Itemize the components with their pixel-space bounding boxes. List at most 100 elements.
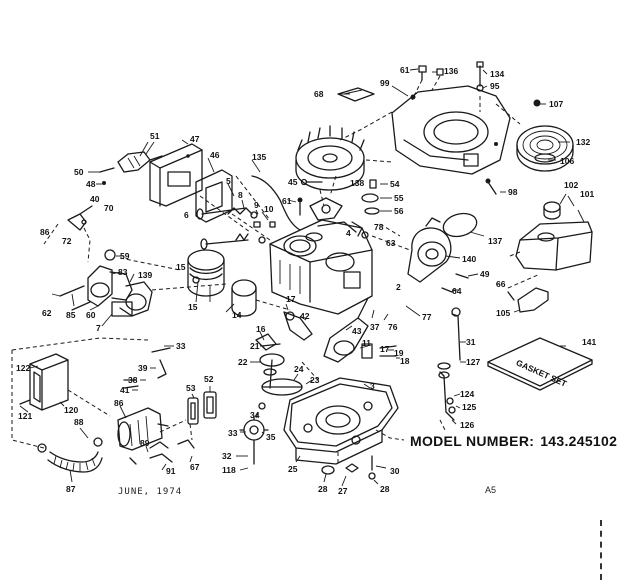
callout: 72 <box>62 236 72 246</box>
callout: 3 <box>370 381 375 391</box>
callout: 37 <box>370 322 380 332</box>
callout: 11 <box>362 338 371 348</box>
part-86-exhaust-tube <box>117 407 169 451</box>
callout: 98 <box>508 187 518 197</box>
callout: 59 <box>120 251 130 261</box>
callout: 14 <box>232 310 242 320</box>
callout: 33 <box>228 428 238 438</box>
part-14-piston-pin <box>231 279 257 317</box>
part-139-carburetor <box>59 265 153 317</box>
callout: 135 <box>252 152 266 162</box>
part-valve-assembly <box>196 207 276 250</box>
part-47-cylinder-head <box>149 143 203 207</box>
part-132-rotating-screen <box>516 125 574 172</box>
part-98-screw <box>485 178 497 195</box>
callout: 55 <box>394 193 404 203</box>
callout: 83 <box>118 267 128 277</box>
part-135-wire <box>251 175 301 231</box>
callout: 17 <box>380 344 390 354</box>
callout: 85 <box>66 310 76 320</box>
date-text: JUNE, 1974 <box>118 487 183 497</box>
callout: 45 <box>288 177 298 187</box>
part-68-plate <box>337 87 375 102</box>
callout: 95 <box>490 81 500 91</box>
callout: 63 <box>386 238 396 248</box>
part-59-nut <box>104 249 116 261</box>
part-87-flex-hose <box>37 437 103 473</box>
callout: 126 <box>460 420 474 430</box>
part-140-rewind-starter <box>407 217 452 283</box>
callout: 39 <box>138 363 148 373</box>
callout: 86 <box>40 227 50 237</box>
part-107-nut <box>533 99 541 107</box>
callout: 32 <box>222 451 232 461</box>
callout: 23 <box>310 375 320 385</box>
callout: 31 <box>466 337 476 347</box>
callout: 137 <box>488 236 502 246</box>
callout: 7 <box>96 323 101 333</box>
part-11-crankshaft <box>323 297 397 363</box>
callout: 76 <box>388 322 398 332</box>
part-50-48-bolts <box>99 167 115 185</box>
callout: 17 <box>286 294 296 304</box>
callout: 19 <box>394 348 404 358</box>
part-54-56-ignition-parts <box>309 179 380 221</box>
callout: 120 <box>64 405 78 415</box>
callout: 24 <box>294 364 304 374</box>
callout: 132 <box>576 137 590 147</box>
callout: 139 <box>138 270 152 280</box>
callout: 127 <box>466 357 480 367</box>
callout: 125 <box>462 402 476 412</box>
callout: 25 <box>288 464 298 474</box>
callout: 99 <box>380 78 390 88</box>
callout: 66 <box>496 279 506 289</box>
part-25-mounting-flange <box>283 377 399 465</box>
callout: 64 <box>452 286 462 296</box>
callout: 134 <box>490 69 504 79</box>
callout: 40 <box>90 194 100 204</box>
callout: 121 <box>18 411 32 421</box>
part-33-35-gears <box>239 402 269 465</box>
callout: 43 <box>352 326 362 336</box>
part-dipstick-tube <box>437 307 461 421</box>
part-38-41-screws <box>123 347 171 389</box>
callout: 124 <box>460 389 474 399</box>
callout: 106 <box>560 156 574 166</box>
callout: 16 <box>256 324 266 334</box>
callout: 10 <box>264 204 274 214</box>
callout: 101 <box>580 189 594 199</box>
callout: 42 <box>300 311 310 321</box>
callout: 77 <box>422 312 432 322</box>
part-120-muffler <box>19 353 69 411</box>
callout: 30 <box>390 466 400 476</box>
callout: 38 <box>128 375 138 385</box>
model-number-value: 143.245102 <box>540 433 617 449</box>
callout: 67 <box>190 462 200 472</box>
callout: 68 <box>314 89 324 99</box>
callout: 35 <box>266 432 276 442</box>
model-number: MODEL NUMBER:143.245102 <box>410 433 617 449</box>
callout: 28 <box>380 484 390 494</box>
callout: 41 <box>120 385 130 395</box>
callout: 56 <box>394 206 404 216</box>
callout: 28 <box>318 484 328 494</box>
callout: 122 <box>16 363 30 373</box>
callout: 15 <box>188 302 198 312</box>
callout: 50 <box>74 167 84 177</box>
callout: 91 <box>166 466 176 476</box>
assembly-guide-lines <box>11 75 541 466</box>
callout: 70 <box>104 203 114 213</box>
part-99-blower-housing <box>391 85 511 175</box>
edge-mark <box>600 520 605 580</box>
callout: 136 <box>444 66 458 76</box>
callout: 86 <box>114 398 124 408</box>
part-138-flywheel <box>295 125 365 191</box>
part-45-screw <box>300 178 323 186</box>
callout: 4 <box>346 228 351 238</box>
callout: 118 <box>222 465 236 475</box>
callout: 138 <box>350 178 364 188</box>
part-4-61-bolts <box>297 197 323 242</box>
part-52-53-gaskets <box>187 391 217 425</box>
callout: 49 <box>480 269 490 279</box>
